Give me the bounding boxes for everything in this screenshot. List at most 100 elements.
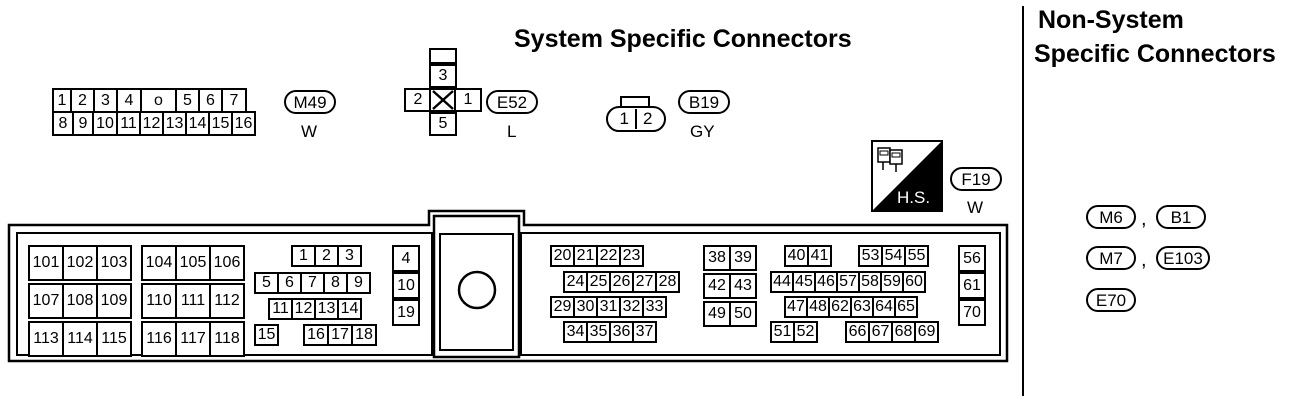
harness-side-badge: H.S. [871, 140, 943, 212]
pin-cell: 5 [254, 272, 279, 294]
cross-icon [432, 90, 454, 110]
connector-m49-color: W [301, 122, 318, 141]
pin-cell: 67 [868, 321, 893, 343]
pin-cell: 28 [655, 271, 680, 293]
connector-m49-label: M49 [284, 90, 336, 114]
pin-cell: 64 [872, 296, 896, 318]
pin-cell: 16 [303, 324, 329, 346]
connector-e52-pin-bottom: 5 [429, 112, 457, 136]
pin-cell: 101 [28, 245, 64, 281]
pin-cell: 70 [958, 299, 986, 326]
pin-cell: 117 [175, 321, 211, 357]
pin-cell: 62 [828, 296, 852, 318]
pin-cell: 44 [770, 271, 794, 293]
connector-b19-pin-1: 1 [614, 109, 637, 129]
pin-cell: 118 [209, 321, 245, 357]
connector-b19-label: B19 [678, 90, 730, 114]
harness-side-text: H.S. [897, 188, 931, 207]
pin-cell: 16 [231, 111, 256, 136]
pin-cell: 42 [703, 273, 731, 299]
pin-cell: 105 [175, 245, 211, 281]
connector-e52-pin-right: 1 [454, 88, 482, 112]
harness-side-icon [871, 140, 943, 212]
pin-cell: 22 [596, 245, 621, 267]
connector-f19-label: F19 [950, 167, 1002, 191]
separator-comma: , [1141, 249, 1147, 271]
connector-m6-label: M6 [1086, 205, 1136, 229]
connector-m7-label: M7 [1086, 246, 1136, 270]
connector-e52-pin-top: 3 [429, 64, 457, 88]
pin-cell: 10 [392, 272, 420, 299]
pin-cell: 35 [586, 321, 611, 343]
pin-cell: 8 [323, 272, 348, 294]
pin-cell: 57 [836, 271, 860, 293]
pin-cell: 25 [586, 271, 611, 293]
pin-cell: 107 [28, 283, 64, 319]
connector-b1-label: B1 [1156, 205, 1206, 229]
pin-cell: 69 [914, 321, 939, 343]
pin-cell: 33 [642, 296, 667, 318]
connector-e52-tab [429, 48, 457, 64]
connector-e70-label: E70 [1086, 288, 1136, 312]
pin-cell: 37 [632, 321, 657, 343]
pin-cell: 15 [208, 111, 233, 136]
section-divider [1022, 6, 1024, 396]
pin-cell: 20 [550, 245, 575, 267]
pin-cell: 21 [573, 245, 598, 267]
pin-cell: 12 [291, 298, 316, 320]
pin-cell: 4 [116, 88, 142, 113]
pin-cell: 47 [784, 296, 808, 318]
pin-cell: 17 [327, 324, 353, 346]
connector-e52-label: E52 [486, 90, 538, 114]
connector-e103-label: E103 [1156, 246, 1210, 270]
pin-cell: 26 [609, 271, 634, 293]
pin-cell: 18 [351, 324, 377, 346]
pin-cell: 54 [881, 245, 906, 267]
pin-cell: 60 [902, 271, 926, 293]
pin-cell: 102 [62, 245, 98, 281]
non-system-heading-line2: Specific Connectors [1034, 40, 1276, 68]
pin-cell: 30 [573, 296, 598, 318]
connector-b19-face: 1 2 [606, 106, 666, 132]
connector-b19-color: GY [690, 122, 715, 141]
pin-cell: 104 [141, 245, 177, 281]
pin-cell: 113 [28, 321, 64, 357]
pin-cell: 11 [268, 298, 293, 320]
pin-cell: 27 [632, 271, 657, 293]
pin-cell: 111 [175, 283, 211, 319]
pin-cell: 63 [850, 296, 874, 318]
pin-cell: 116 [141, 321, 177, 357]
connector-b19-pin-2: 2 [643, 109, 653, 128]
pin-cell: 66 [845, 321, 870, 343]
pin-cell: 38 [703, 245, 731, 271]
pin-cell: 45 [792, 271, 816, 293]
pin-cell: 1 [291, 245, 316, 267]
pin-cell: 6 [277, 272, 302, 294]
pin-cell: 13 [162, 111, 187, 136]
pin-cell: 11 [116, 111, 141, 136]
pin-cell: 108 [62, 283, 98, 319]
pin-cell: 3 [337, 245, 362, 267]
pin-cell: 110 [141, 283, 177, 319]
pin-cell: 46 [814, 271, 838, 293]
pin-cell: 50 [729, 301, 757, 327]
pin-cell: 53 [858, 245, 883, 267]
pin-cell: 61 [958, 272, 986, 299]
pin-cell: 19 [392, 299, 420, 326]
pin-cell: 7 [300, 272, 325, 294]
pin-cell: 23 [619, 245, 644, 267]
separator-comma: , [1141, 208, 1147, 230]
pin-cell: 4 [392, 245, 420, 272]
pin-cell: 12 [139, 111, 164, 136]
pin-cell: 65 [894, 296, 918, 318]
non-system-heading-line1: Non-System [1038, 6, 1184, 34]
pin-cell: 14 [185, 111, 210, 136]
pin-cell: 55 [904, 245, 929, 267]
pin-cell: 59 [880, 271, 904, 293]
pin-cell: 106 [209, 245, 245, 281]
pin-cell: 41 [807, 245, 832, 267]
pin-cell: 51 [770, 321, 795, 343]
pin-cell: 103 [96, 245, 132, 281]
